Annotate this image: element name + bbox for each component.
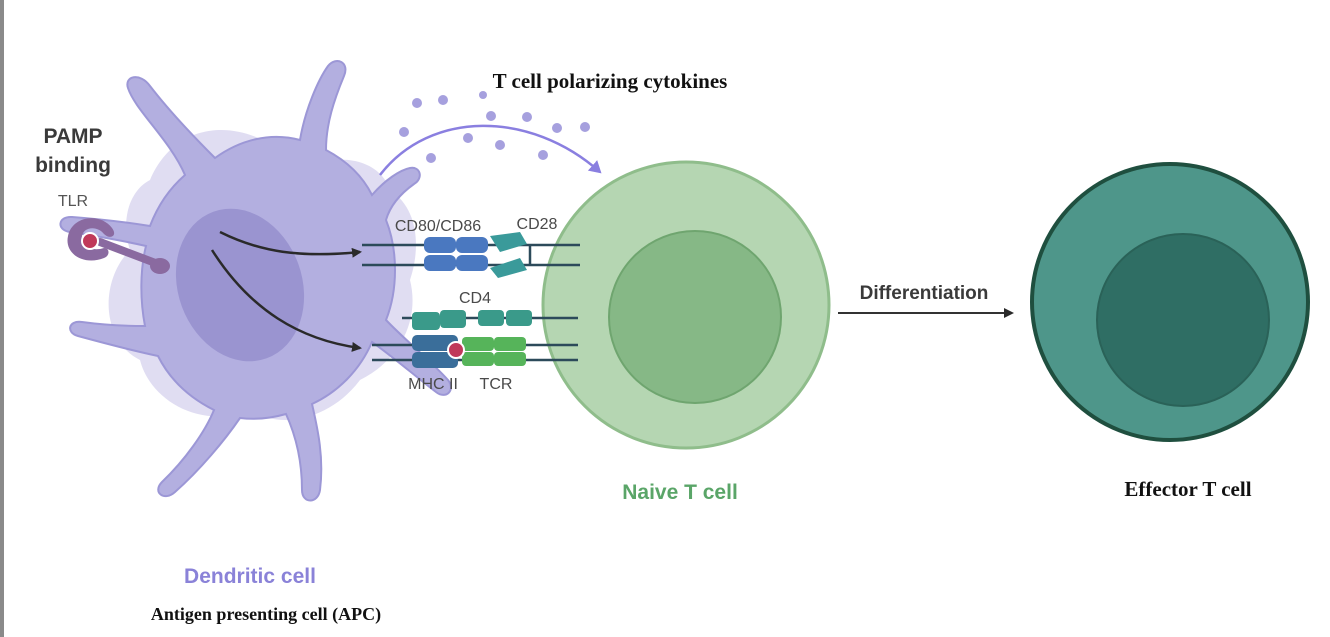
cd4-label: CD4 xyxy=(459,290,491,307)
tlr-label: TLR xyxy=(58,193,88,210)
antigen-peptide xyxy=(447,341,465,359)
effector-t-cell-nucleus xyxy=(1096,233,1270,407)
dendritic-cell-label: Dendritic cell xyxy=(184,565,316,588)
pamp-ligand xyxy=(81,232,99,250)
cd80-cd86-label: CD80/CD86 xyxy=(395,218,481,235)
naive-t-cell-label: Naive T cell xyxy=(622,481,738,504)
cd28-molecule xyxy=(490,232,527,278)
tlr-anchor xyxy=(150,258,170,274)
cd80-cd86-molecule xyxy=(424,237,488,271)
cytokine-dots xyxy=(399,91,590,163)
apc-label: Antigen presenting cell (APC) xyxy=(151,604,381,625)
signal-arrow-upper xyxy=(219,230,362,258)
binding-label: binding xyxy=(35,154,111,177)
naive-t-cell-nucleus xyxy=(608,230,782,404)
signal-arrow-lower xyxy=(210,249,362,352)
tcr-molecule xyxy=(462,337,526,366)
cytokine-arrow xyxy=(379,124,602,176)
tcr-label: TCR xyxy=(480,376,513,393)
tlr-stalk xyxy=(96,238,162,268)
left-window-border xyxy=(0,0,4,637)
mhc-ii-label: MHC II xyxy=(408,376,458,393)
cd28-label: CD28 xyxy=(517,216,558,233)
pamp-label: PAMP xyxy=(43,125,102,148)
cd4-molecule xyxy=(412,310,532,330)
tlr-receptor xyxy=(67,218,115,261)
effector-t-cell-label: Effector T cell xyxy=(1124,477,1251,501)
mhc-ii-molecule xyxy=(412,335,458,368)
differentiation-label: Differentiation xyxy=(860,283,989,304)
cytokines-label: T cell polarizing cytokines xyxy=(493,69,728,93)
